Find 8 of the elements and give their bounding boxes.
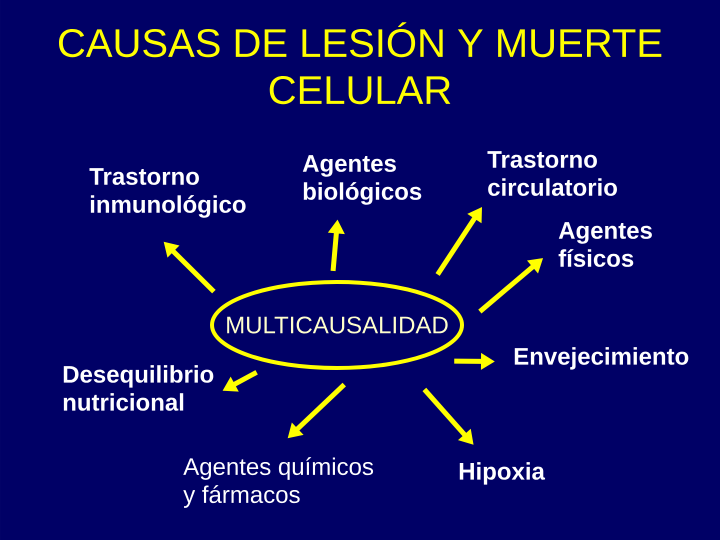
title: CAUSAS DE LESIÓN Y MUERTE CELULAR: [59, 22, 662, 104]
text-label: Agentes químicos y fármacos: [183, 457, 374, 508]
text-label: Agentes físicos: [558, 222, 652, 267]
text-label: Envejecimiento: [514, 347, 688, 370]
text-label: Hipoxia: [460, 462, 546, 485]
text-label: Agentes biológicos: [302, 155, 422, 205]
text-label: Trastorno inmunológico: [89, 168, 246, 218]
text-label: Trastorno circulatorio: [487, 151, 617, 196]
